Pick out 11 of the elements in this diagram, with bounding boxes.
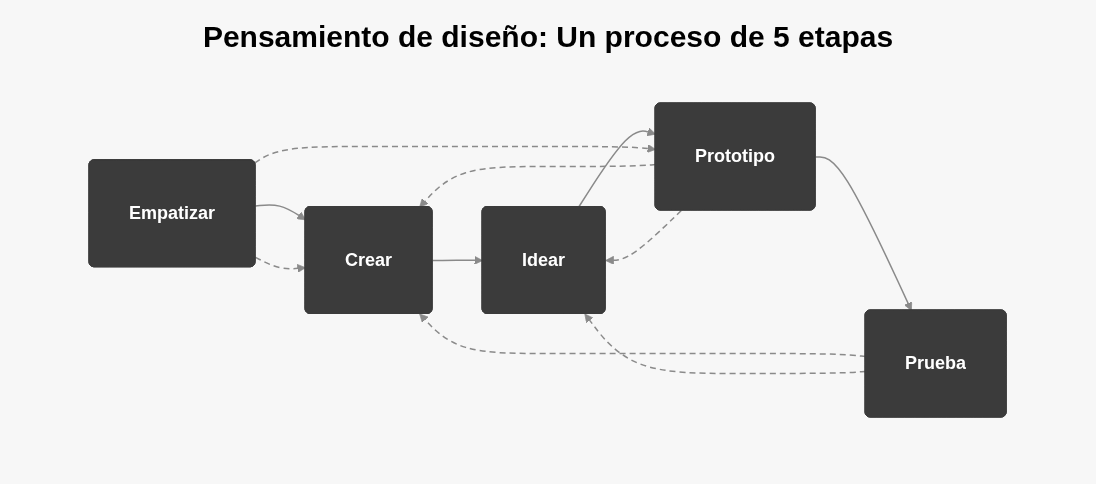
arrow [419, 163, 657, 208]
arrow [432, 255, 484, 265]
arrow [815, 156, 913, 311]
arrow [254, 144, 657, 164]
arrow [578, 127, 657, 208]
arrow [584, 313, 867, 375]
arrow [419, 313, 867, 358]
diagram-title: Pensamiento de diseño: Un proceso de 5 etapas [201, 20, 895, 54]
arrow [255, 256, 307, 273]
arrow [605, 209, 683, 265]
arrow [255, 204, 307, 221]
